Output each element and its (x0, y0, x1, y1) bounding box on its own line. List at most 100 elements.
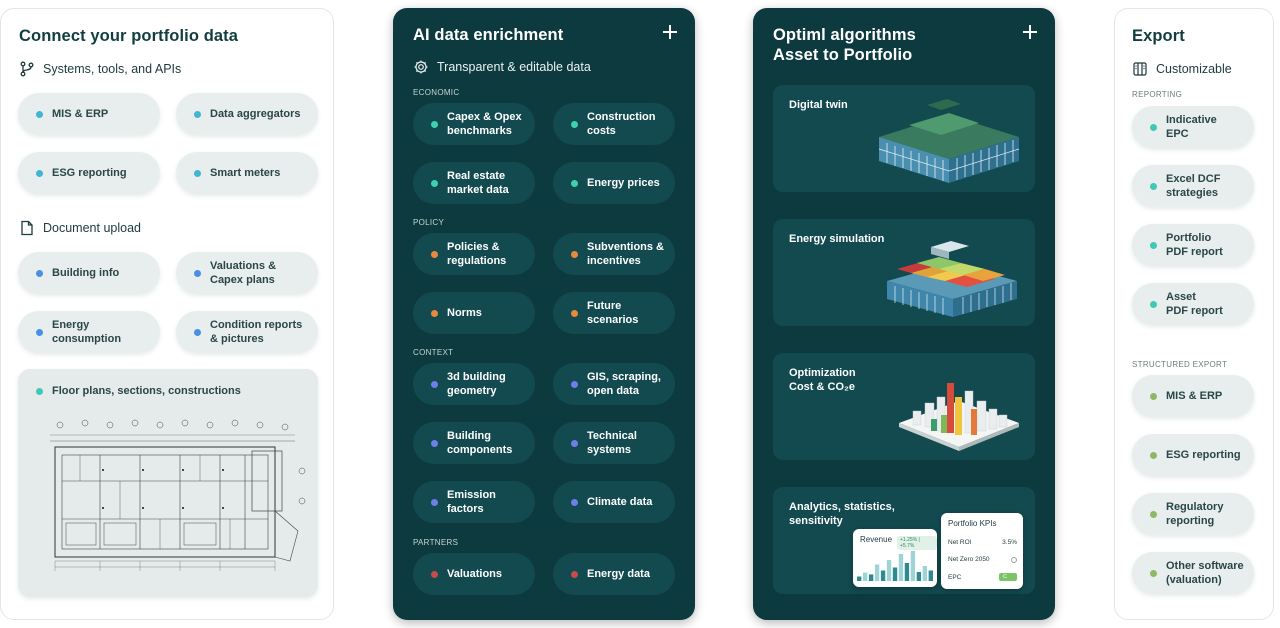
pill-energy-prices[interactable]: Energy prices (553, 162, 675, 204)
upload-heading: Document upload (19, 220, 141, 236)
pill-export-mis-erp[interactable]: MIS & ERP (1132, 375, 1254, 417)
pill-indicative-epc[interactable]: Indicative EPC (1132, 106, 1254, 148)
revenue-bar (857, 576, 862, 581)
revenue-title: Revenue (860, 535, 893, 544)
pill-dot (431, 250, 438, 258)
revenue-bar-chart (857, 551, 933, 581)
pill-portfolio-pdf[interactable]: Portfolio PDF report (1132, 224, 1254, 266)
feature-digital-twin[interactable]: Digital twin (773, 85, 1035, 192)
revenue-bar (868, 574, 874, 581)
document-icon (19, 220, 35, 236)
pill-norms[interactable]: Norms (413, 292, 535, 334)
feature-energy-simulation[interactable]: Energy simulation (773, 219, 1035, 326)
pill-dot (1150, 241, 1157, 249)
pill-dot (36, 169, 43, 177)
pill-construction-costs[interactable]: Construction costs (553, 103, 675, 145)
pill-label: Asset PDF report (1166, 290, 1223, 318)
pill-energy-consumption[interactable]: Energy consumption (18, 311, 160, 353)
pill-label: Indicative EPC (1166, 113, 1217, 141)
pill-capex-opex[interactable]: Capex & Opex benchmarks (413, 103, 535, 145)
pill-label: Policies & regulations (447, 240, 507, 268)
pill-energy-data[interactable]: Energy data (553, 553, 675, 595)
pill-valuations-capex[interactable]: Valuations & Capex plans (176, 252, 318, 294)
branch-icon (19, 61, 35, 77)
kpi-row-net-roi: Net ROI 3.5% (948, 539, 1017, 546)
pill-dot (1150, 123, 1157, 131)
pill-condition-reports[interactable]: Condition reports & pictures (176, 311, 318, 353)
plus-icon[interactable] (1023, 25, 1037, 39)
pill-label: Real estate market data (447, 169, 509, 197)
plus-icon[interactable] (663, 25, 677, 39)
pill-other-software[interactable]: Other software (valuation) (1132, 552, 1254, 594)
pill-dot (571, 380, 578, 388)
pill-smart-meters[interactable]: Smart meters (176, 152, 318, 194)
pill-valuations[interactable]: Valuations (413, 553, 535, 595)
connect-panel: Connect your portfolio data Systems, too… (0, 8, 334, 620)
pill-label: Regulatory reporting (1166, 500, 1224, 528)
pill-export-esg[interactable]: ESG reporting (1132, 434, 1254, 476)
pill-label: Emission factors (447, 488, 496, 516)
pill-subventions[interactable]: Subventions & incentives (553, 233, 675, 275)
pill-mis-erp[interactable]: MIS & ERP (18, 93, 160, 135)
revenue-bar (916, 572, 922, 581)
kpi-name: Net Zero 2050 (948, 556, 990, 563)
connect-title: Connect your portfolio data (19, 27, 239, 45)
enrichment-subheading-label: Transparent & editable data (437, 60, 591, 74)
pill-data-aggregators[interactable]: Data aggregators (176, 93, 318, 135)
pill-dot (571, 120, 578, 128)
pill-label: Building components (447, 429, 513, 457)
pill-3d-geometry[interactable]: 3d building geometry (413, 363, 535, 405)
revenue-bar (898, 554, 904, 581)
pill-dot (36, 328, 43, 336)
pill-esg-reporting[interactable]: ESG reporting (18, 152, 160, 194)
enrichment-panel: AI data enrichment Transparent & editabl… (393, 8, 695, 620)
section-reporting: REPORTING (1132, 90, 1183, 99)
revenue-badge: +1.25% | +5.7% (897, 536, 937, 550)
section-context: CONTEXT (413, 348, 454, 357)
pill-label: Energy prices (587, 176, 660, 189)
revenue-bar (862, 572, 868, 581)
pill-emission-factors[interactable]: Emission factors (413, 481, 535, 523)
pill-building-components[interactable]: Building components (413, 422, 535, 464)
pill-label: ESG reporting (1166, 448, 1241, 461)
pill-real-estate-market[interactable]: Real estate market data (413, 162, 535, 204)
pill-future-scenarios[interactable]: Future scenarios (553, 292, 675, 334)
pill-dot (36, 110, 43, 118)
pill-dot (1150, 300, 1157, 308)
revenue-card: Revenue +1.25% | +5.7% (853, 529, 937, 587)
pill-policies[interactable]: Policies & regulations (413, 233, 535, 275)
pill-dot (36, 269, 43, 277)
pill-asset-pdf[interactable]: Asset PDF report (1132, 283, 1254, 325)
pill-label: Climate data (587, 495, 653, 508)
pill-label: Capex & Opex benchmarks (447, 110, 522, 138)
pill-dot (1150, 182, 1157, 190)
pill-building-info[interactable]: Building info (18, 252, 160, 294)
pill-gis-scraping[interactable]: GIS, scraping, open data (553, 363, 675, 405)
revenue-bar (892, 567, 898, 581)
pill-dot (571, 250, 578, 258)
pill-label: Norms (447, 306, 482, 319)
feature-label: Analytics, statistics, sensitivity (789, 501, 895, 527)
pill-technical-systems[interactable]: Technical systems (553, 422, 675, 464)
pill-label: Smart meters (210, 166, 281, 179)
pill-regulatory-reporting[interactable]: Regulatory reporting (1132, 493, 1254, 535)
pill-label: ESG reporting (52, 166, 127, 179)
pill-dot (194, 328, 201, 336)
export-panel: Export Customizable REPORTING Indicative… (1114, 8, 1274, 620)
gear-icon (413, 59, 429, 75)
kpi-name: EPC (948, 573, 962, 581)
pill-dot (431, 439, 438, 447)
pill-dot (571, 570, 578, 578)
pill-climate-data[interactable]: Climate data (553, 481, 675, 523)
pill-excel-dcf[interactable]: Excel DCF strategies (1132, 165, 1254, 207)
pill-label: Subventions & incentives (587, 240, 665, 268)
kpi-row-net-zero: Net Zero 2050 (948, 556, 1017, 563)
floor-plans-card[interactable]: Floor plans, sections, constructions (18, 369, 318, 597)
export-title: Export (1132, 27, 1185, 45)
pill-dot (431, 380, 438, 388)
pill-label: Valuations (447, 567, 503, 580)
feature-analytics[interactable]: Analytics, statistics, sensitivity Reven… (773, 487, 1035, 594)
feature-label: Digital twin (789, 99, 848, 111)
pill-label: Valuations & Capex plans (210, 259, 277, 287)
feature-optimization[interactable]: Optimization Cost & CO₂e (773, 353, 1035, 460)
